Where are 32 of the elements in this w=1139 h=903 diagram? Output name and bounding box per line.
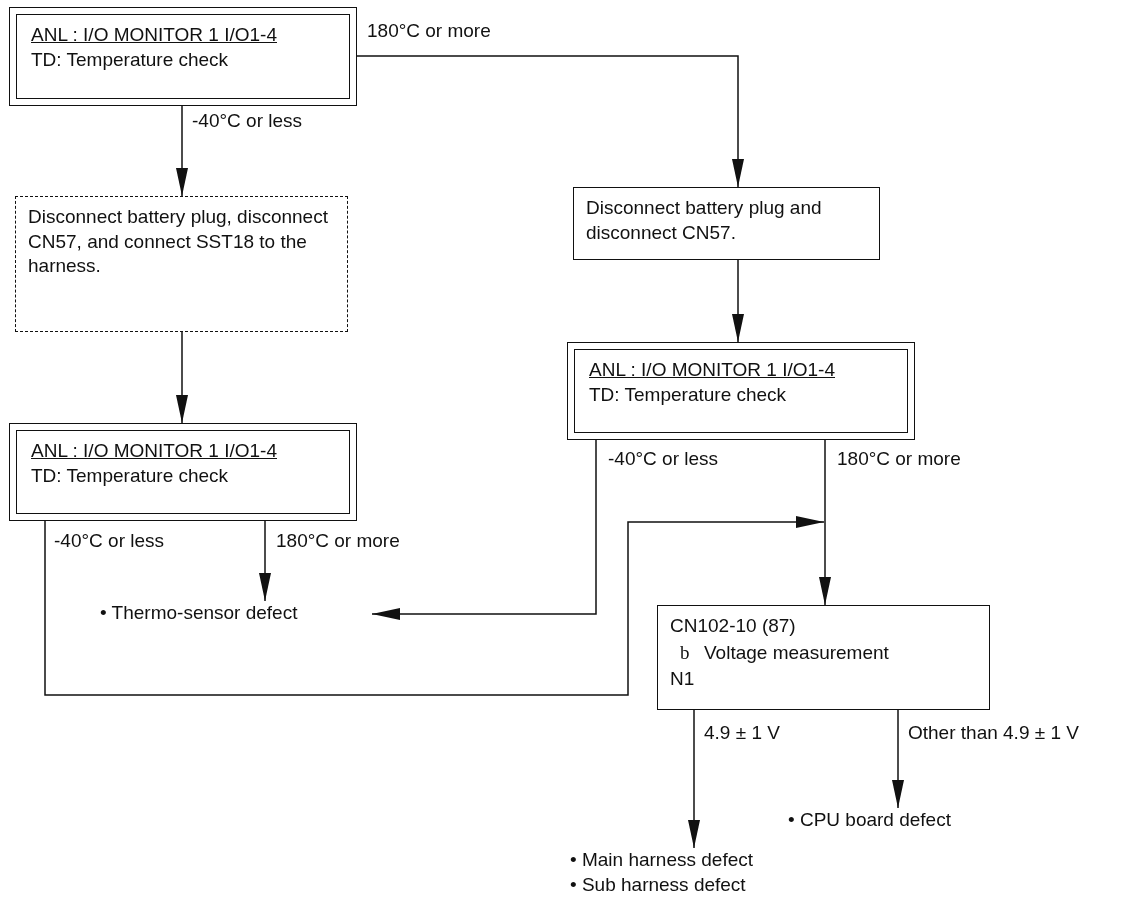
result-text: • Main harness defect: [570, 848, 754, 872]
monitor-heading: ANL : I/O MONITOR 1 I/O1-4: [31, 23, 277, 47]
arrow: [176, 331, 188, 424]
arrow: [44, 516, 825, 696]
result-text: • Sub harness defect: [570, 872, 746, 897]
connector-pin-text: CN102-10 (87): [670, 614, 796, 638]
result-text: • CPU board defect: [788, 808, 951, 832]
monitor-check-box: [9, 7, 357, 106]
arrow: [356, 55, 744, 188]
monitor-heading: ANL : I/O MONITOR 1 I/O1-4: [31, 439, 277, 463]
monitor-check-box: [9, 423, 357, 521]
result-text: • Thermo-sensor defect: [100, 601, 298, 625]
arrow: [732, 259, 744, 343]
arrow: [371, 439, 597, 620]
measurement-box: [657, 605, 990, 710]
arrow: [892, 709, 904, 809]
procedure-text: Disconnect battery plug, disconnect CN57, and connect SST18 to the harness.: [28, 205, 329, 279]
arrow: [176, 105, 188, 197]
measurement-text: Voltage measurement: [704, 640, 889, 665]
arrow: [259, 520, 271, 602]
procedure-box: [15, 196, 348, 332]
arrow: [688, 709, 700, 849]
arrow: [819, 439, 831, 606]
check-text: TD: Temperature check: [589, 382, 787, 407]
ground-pin-text: N1: [670, 667, 695, 692]
monitor-check-box: [567, 342, 915, 440]
monitor-heading: ANL : I/O MONITOR 1 I/O1-4: [589, 358, 835, 382]
check-text: TD: Temperature check: [31, 47, 229, 72]
check-text: TD: Temperature check: [31, 463, 229, 488]
procedure-box: [573, 187, 880, 260]
procedure-text: Disconnect battery plug and disconnect CN57.: [586, 196, 823, 245]
probe-symbol: b: [679, 640, 690, 665]
